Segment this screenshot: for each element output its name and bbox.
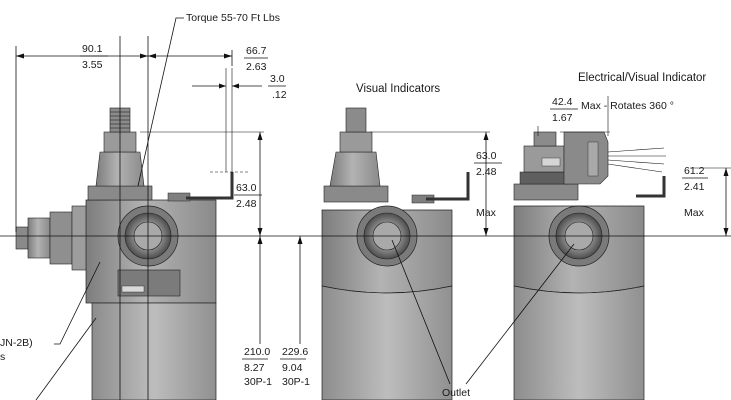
indicator-thread-visual	[345, 107, 367, 133]
dim-42-mm: 42.4	[552, 96, 573, 108]
mounting-bracket-electrical	[636, 176, 666, 198]
dim-63b-mm: 63.0	[476, 150, 497, 162]
electrical-visual-indicator-title: Electrical/Visual Indicator	[578, 72, 706, 84]
indicator-body-visual	[339, 131, 373, 153]
labels: Torque 55-70 Ft Lbs Visual Indicators El…	[0, 12, 706, 399]
dim-61-in: 2.41	[684, 181, 705, 193]
outlet-leader-2	[465, 243, 575, 385]
connector-wires	[607, 147, 666, 173]
top-hex-nut-visual	[323, 185, 389, 203]
indicator-cone-visual	[329, 151, 381, 187]
dim-3-mm: 3.0	[270, 73, 285, 85]
inlet-nut	[49, 211, 73, 265]
dim-66-mm: 66.7	[246, 45, 267, 57]
filter-bowl-electrical	[513, 285, 645, 400]
left-callout-leader-2	[35, 317, 97, 400]
connector-housing	[563, 131, 609, 185]
dim-90-mm: 90.1	[82, 43, 103, 55]
left-filter-assembly	[15, 107, 234, 400]
middle-filter-assembly	[321, 107, 470, 400]
visual-indicators-title: Visual Indicators	[356, 83, 440, 95]
max-label-middle: Max	[476, 207, 497, 219]
torque-leader	[137, 17, 184, 187]
dim-61-mm: 61.2	[684, 165, 705, 177]
left-callout-leader-1	[54, 261, 101, 345]
top-hex-nut-electrical	[513, 183, 579, 201]
dim-229-mm: 229.6	[282, 346, 308, 358]
dim-210-mm: 210.0	[244, 346, 270, 358]
dim-210-in: 8.27	[244, 362, 265, 374]
nameplate-label	[121, 285, 145, 293]
left-callout-text-1: JN-2B)	[0, 337, 33, 349]
dim-66-in: 2.63	[246, 61, 267, 73]
electrical-indicator-cap	[533, 131, 557, 147]
mounting-bracket	[186, 172, 234, 200]
dim-3-in: .12	[272, 89, 287, 101]
dim-229-in: 9.04	[282, 362, 303, 374]
dim-63b-in: 2.48	[476, 166, 497, 178]
inlet-thread	[15, 226, 29, 250]
dim-90-in: 3.55	[82, 59, 103, 71]
rotates-note: Max - Rotates 360 °	[581, 100, 674, 112]
dim-42-in: 1.67	[552, 112, 573, 124]
mounting-bracket-visual	[426, 172, 470, 201]
outlet-label: Outlet	[442, 387, 470, 399]
filter-bowl-visual	[321, 285, 453, 400]
dim-210-code: 30P-1	[244, 376, 272, 388]
torque-note: Torque 55-70 Ft Lbs	[186, 12, 280, 24]
max-label-right: Max	[684, 207, 705, 219]
right-filter-assembly	[513, 131, 666, 400]
inlet-fitting	[27, 217, 51, 259]
dim-63a-mm: 63.0	[236, 182, 257, 194]
dim-229-code: 30P-1	[282, 376, 310, 388]
electrical-label	[541, 157, 561, 167]
connector-face	[587, 141, 599, 177]
filter-bowl	[91, 302, 217, 400]
outlet-leader-1	[391, 239, 451, 385]
left-callout-text-2: s	[0, 351, 5, 363]
inlet-boss	[71, 205, 89, 271]
electrical-collar	[519, 171, 571, 185]
dimension-lines	[0, 17, 731, 400]
dim-63a-in: 2.48	[236, 198, 257, 210]
